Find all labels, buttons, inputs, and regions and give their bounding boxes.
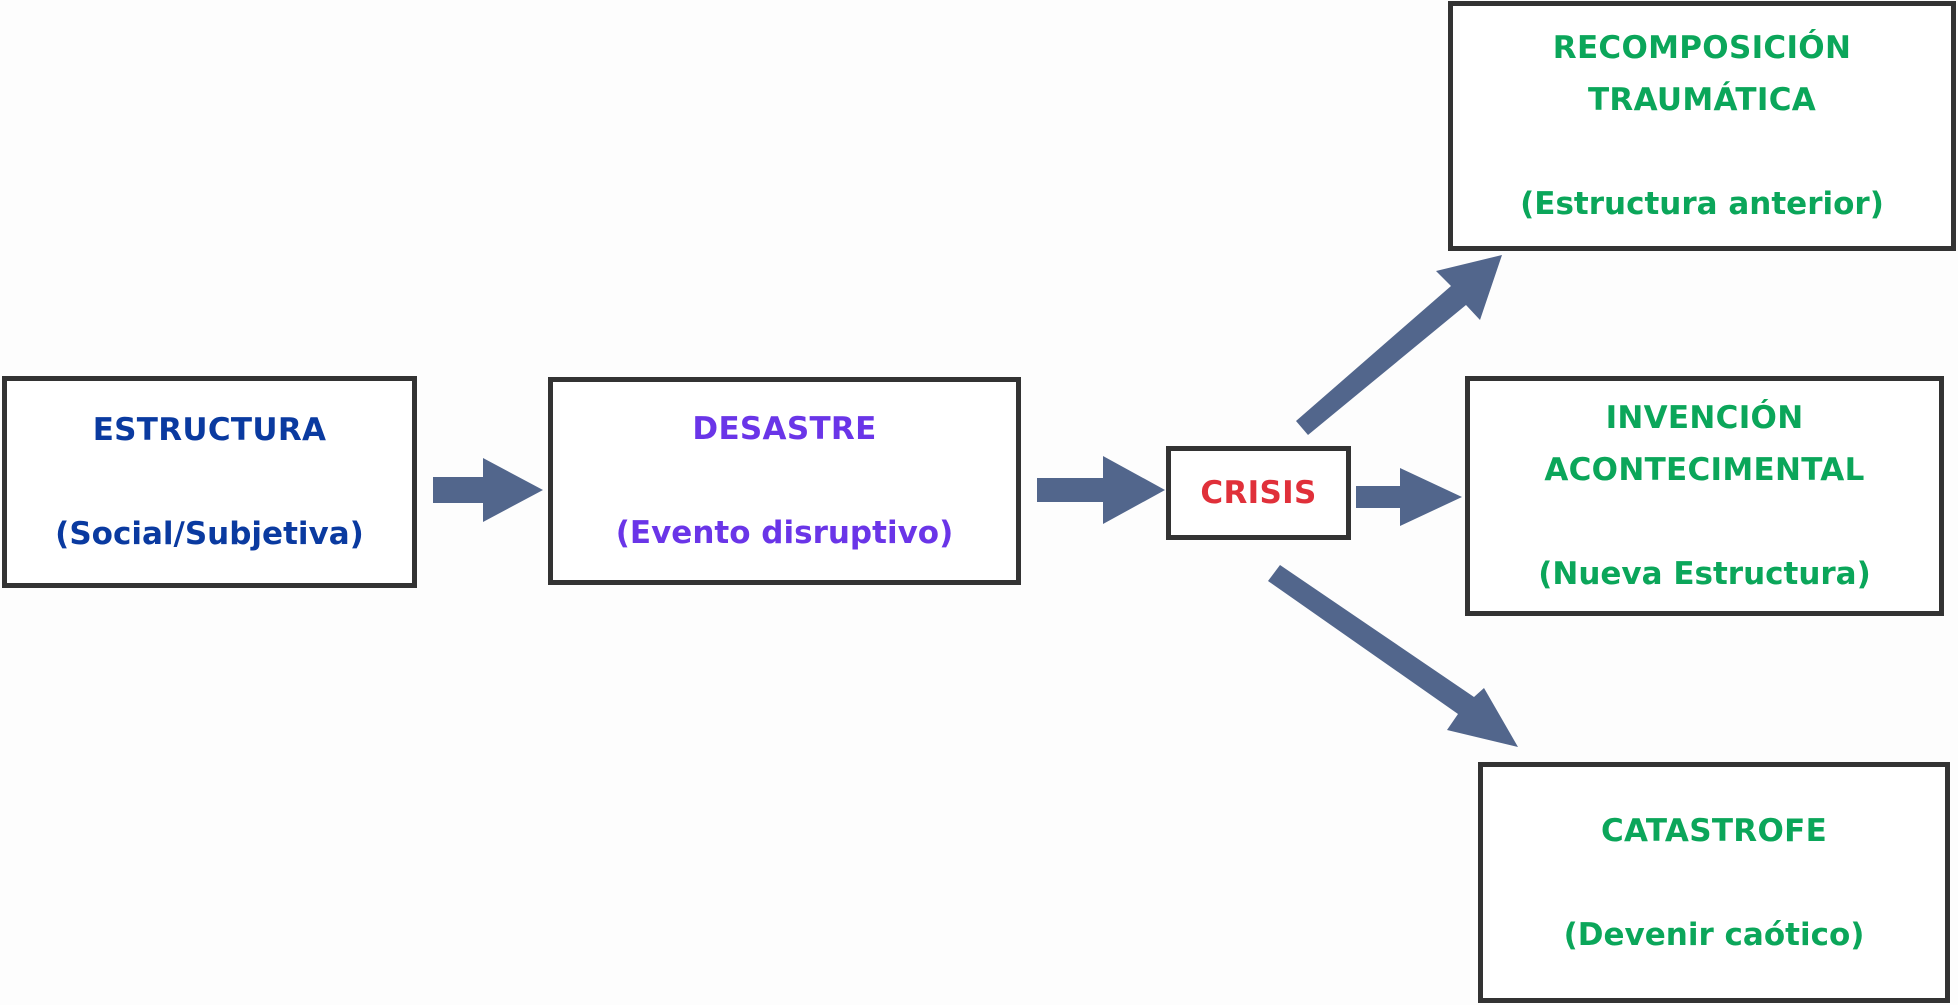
node-recomposicion-title-line1: RECOMPOSICIÓN xyxy=(1552,30,1852,66)
node-catastrofe-title: CATASTROFE xyxy=(1600,812,1828,849)
node-invencion-title-line1: INVENCIÓN xyxy=(1605,400,1804,436)
node-desastre-title: DESASTRE xyxy=(692,411,877,447)
node-crisis: CRISIS xyxy=(1166,446,1351,540)
node-estructura-subtitle: (Social/Subjetiva) xyxy=(55,516,364,552)
arrow-crisis-to-invencion xyxy=(1356,468,1462,526)
arrow-desastre-to-crisis xyxy=(1037,456,1165,524)
node-catastrofe: CATASTROFE (Devenir caótico) xyxy=(1478,762,1950,1003)
node-crisis-title: CRISIS xyxy=(1200,475,1317,511)
node-desastre: DESASTRE (Evento disruptivo) xyxy=(548,377,1021,585)
node-recomposicion: RECOMPOSICIÓN TRAUMÁTICA (Estructura ant… xyxy=(1448,1,1956,251)
node-estructura: ESTRUCTURA (Social/Subjetiva) xyxy=(2,376,417,588)
node-estructura-title: ESTRUCTURA xyxy=(92,412,327,448)
node-recomposicion-title-line2: TRAUMÁTICA xyxy=(1587,82,1817,118)
node-invencion-subtitle: (Nueva Estructura) xyxy=(1538,556,1871,592)
node-desastre-subtitle: (Evento disruptivo) xyxy=(615,515,954,551)
node-invencion: INVENCIÓN ACONTECIMENTAL (Nueva Estructu… xyxy=(1465,376,1944,616)
arrow-estructura-to-desastre xyxy=(433,458,543,522)
node-catastrofe-subtitle: (Devenir caótico) xyxy=(1563,916,1865,953)
arrow-crisis-to-recomposicion xyxy=(1296,255,1502,435)
arrow-crisis-to-catastrofe xyxy=(1268,565,1518,747)
node-invencion-title-line2: ACONTECIMENTAL xyxy=(1544,452,1865,488)
node-recomposicion-subtitle: (Estructura anterior) xyxy=(1520,186,1884,222)
